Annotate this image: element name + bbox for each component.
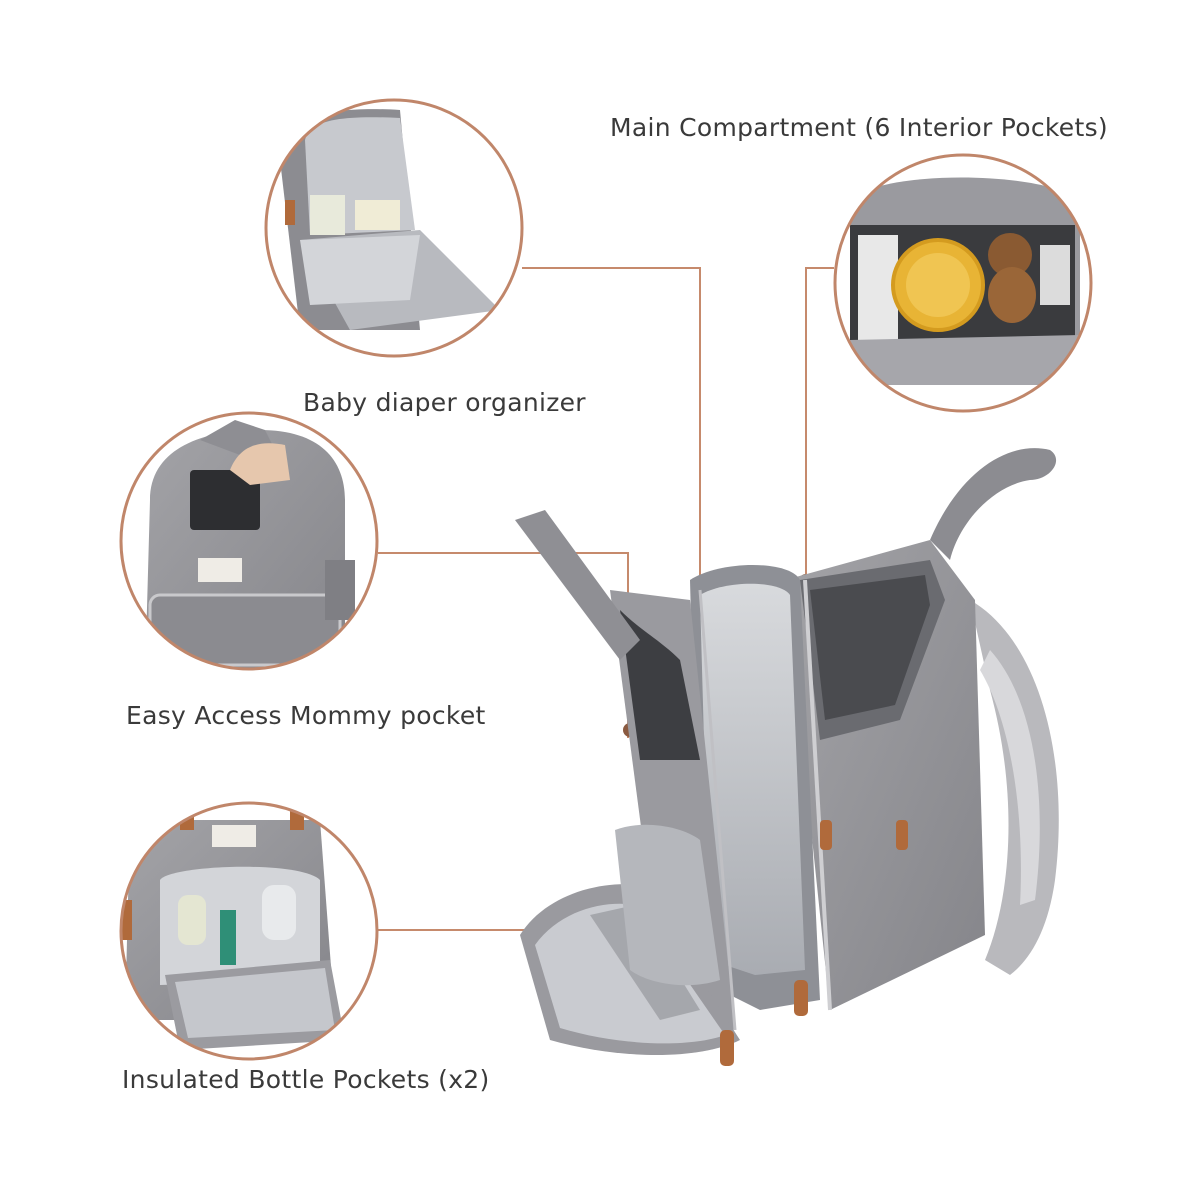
leader-line-diaper-organizer <box>522 267 701 597</box>
leader-line-main-compartment <box>805 267 834 581</box>
circle-mommy-pocket <box>119 411 379 671</box>
caption-main-compartment: Main Compartment (6 Interior Pockets) <box>610 113 1108 142</box>
circle-diaper-organizer <box>264 98 524 358</box>
caption-bottle-pockets: Insulated Bottle Pockets (x2) <box>122 1065 490 1094</box>
caption-mommy-pocket: Easy Access Mommy pocket <box>126 701 486 730</box>
circle-main-compartment <box>833 153 1093 413</box>
main-backpack-image <box>515 448 1059 1066</box>
circle-bottle-pockets <box>119 801 379 1061</box>
caption-diaper-organizer: Baby diaper organizer <box>303 388 586 417</box>
